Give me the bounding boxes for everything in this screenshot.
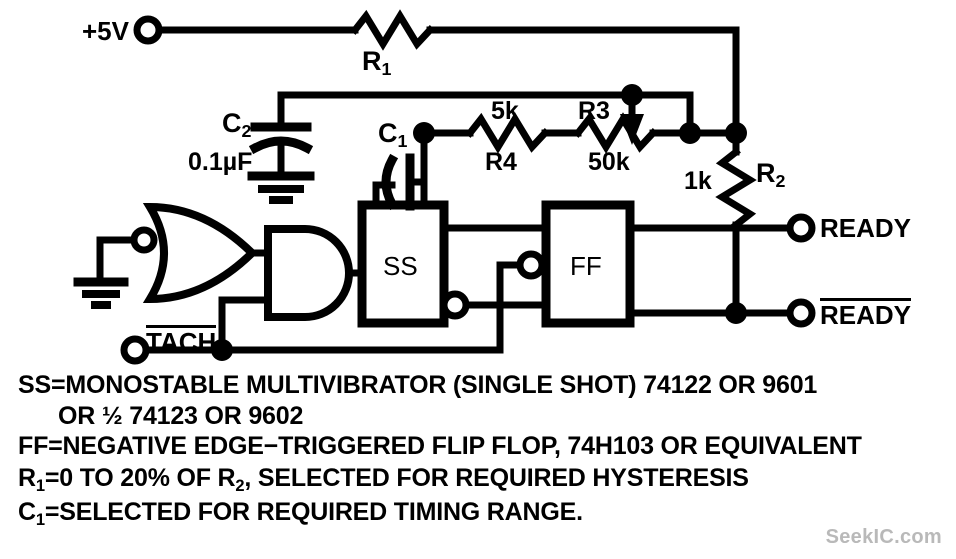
r4-ref-label: R4 bbox=[485, 148, 517, 176]
junction-dot-wiper-top bbox=[621, 84, 643, 106]
c2-label: C2 bbox=[222, 108, 252, 141]
ff-block bbox=[541, 200, 635, 328]
resistor-r4-symbol bbox=[465, 112, 550, 154]
c2-value-label: 0.1µF bbox=[188, 148, 253, 176]
watermark: SeekIC.com bbox=[825, 526, 942, 548]
ff-block-label: FF bbox=[570, 251, 602, 281]
and-gate-body bbox=[264, 225, 353, 321]
r3-ref-label: R3 bbox=[578, 97, 610, 125]
junction-dot-c1-r4 bbox=[413, 122, 435, 144]
ready-terminal-icon bbox=[786, 213, 816, 243]
capacitor-c2-plate-bottom bbox=[248, 136, 314, 155]
note-ss-line1: SS=MONOSTABLE MULTIVIBRATOR (SINGLE SHOT… bbox=[18, 371, 818, 399]
junction-dot-wiper-bottom bbox=[679, 122, 701, 144]
resistor-r3-symbol bbox=[573, 112, 658, 154]
ready-not-terminal-icon bbox=[786, 298, 816, 328]
resistor-r1-symbol bbox=[350, 9, 435, 51]
r3-value-label: 50k bbox=[588, 148, 630, 176]
c1-label: C1 bbox=[378, 118, 408, 151]
supply-label: +5V bbox=[82, 16, 129, 46]
junction-dot-rail-r2 bbox=[725, 122, 747, 144]
r2-ref-label: R2 bbox=[756, 158, 786, 191]
r1-label: R1 bbox=[362, 46, 392, 79]
junction-dot-tach bbox=[211, 339, 233, 361]
note-ff-line: FF=NEGATIVE EDGE−TRIGGERED FLIP FLOP, 74… bbox=[18, 432, 862, 460]
junction-dot-readybar bbox=[725, 302, 747, 324]
ready-not-label: READY bbox=[820, 298, 912, 330]
r2-value-label: 1k bbox=[684, 167, 712, 195]
or-gate-body bbox=[142, 202, 258, 304]
ready-label: READY bbox=[820, 213, 912, 243]
tach-label: TACH bbox=[146, 325, 217, 357]
r4-value-label: 5k bbox=[491, 97, 519, 125]
ss-block bbox=[357, 200, 449, 328]
note-ss-line2: OR ½ 74123 OR 9602 bbox=[58, 402, 304, 430]
note-c1-line: C1=SELECTED FOR REQUIRED TIMING RANGE. bbox=[18, 498, 583, 529]
ss-block-label: SS bbox=[383, 251, 418, 281]
capacitor-c1-plate-curved bbox=[381, 153, 399, 211]
note-r1-line: R1=0 TO 20% OF R2, SELECTED FOR REQUIRED… bbox=[18, 464, 749, 495]
resistor-r2-symbol bbox=[715, 147, 757, 230]
junction-dots bbox=[211, 84, 747, 361]
potentiometer-wiper-arrow-icon bbox=[620, 114, 644, 145]
